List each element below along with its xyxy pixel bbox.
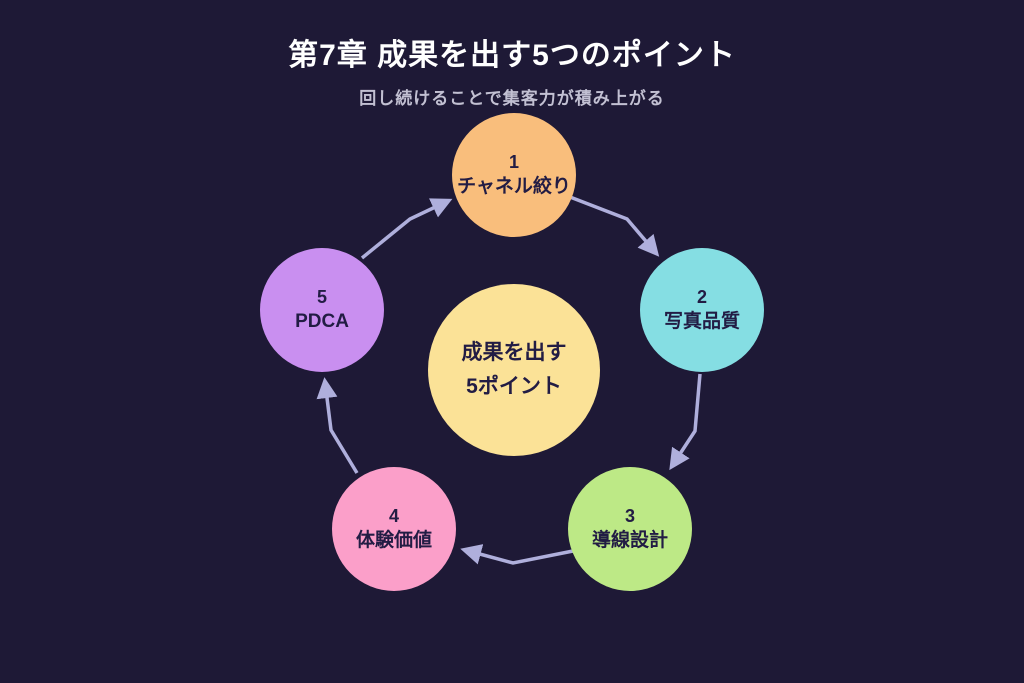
center-circle: 成果を出す 5ポイント — [428, 284, 600, 456]
node-3-number: 3 — [624, 506, 635, 527]
node-1-label: チャネル絞り — [457, 176, 571, 198]
node-5-label: PDCA — [295, 311, 349, 333]
node-2-photo-quality: 2 写真品質 — [640, 248, 764, 372]
arrow-5-to-1 — [360, 198, 453, 260]
arrow-4-to-5 — [316, 377, 359, 474]
node-3-flow-design: 3 導線設計 — [568, 467, 692, 591]
node-4-number: 4 — [388, 506, 399, 527]
arrow-3-to-4 — [460, 544, 574, 565]
node-4-label: 体験価値 — [355, 530, 432, 552]
node-5-pdca: 5 PDCA — [260, 248, 384, 372]
node-5-number: 5 — [316, 287, 327, 308]
center-circle-line1: 成果を出す — [461, 341, 567, 365]
arrow-1-to-2 — [569, 195, 660, 257]
arrow-2-to-3 — [669, 373, 702, 471]
node-2-label: 写真品質 — [663, 311, 740, 333]
page-title: 第7章 成果を出す5つのポイント — [288, 39, 736, 72]
node-4-experience-value: 4 体験価値 — [332, 467, 456, 591]
center-circle-line2: 5ポイント — [466, 375, 562, 398]
node-2-number: 2 — [696, 287, 707, 308]
page-subtitle: 回し続けることで集客力が積み上がる — [359, 89, 665, 108]
node-1-channel: 1 チャネル絞り — [452, 113, 576, 237]
node-1-number: 1 — [508, 152, 519, 173]
node-3-label: 導線設計 — [591, 530, 668, 552]
